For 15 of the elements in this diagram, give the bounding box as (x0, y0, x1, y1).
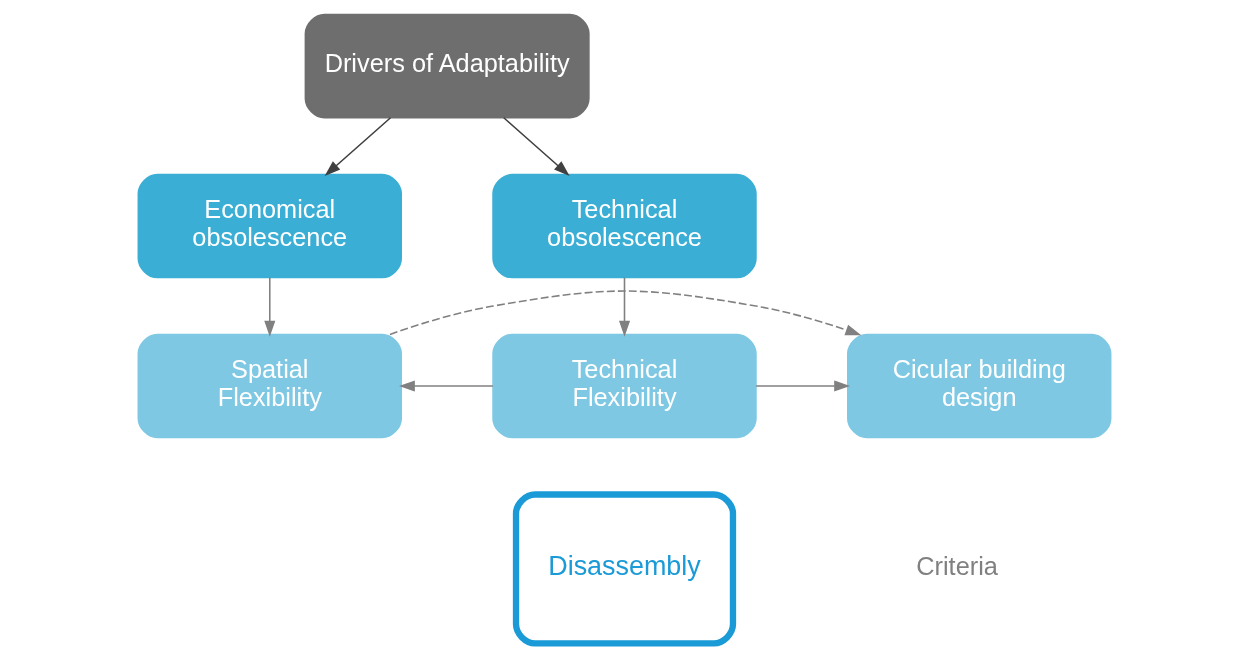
arrow (263, 276, 275, 337)
node-box: Drivers of Adaptability (304, 13, 590, 119)
arrow (754, 380, 850, 392)
arrow (388, 290, 861, 336)
node-box: Economical obsolescence (137, 173, 402, 279)
node-box: Cicular building design (846, 333, 1111, 439)
arrow (324, 116, 391, 176)
node-box: Technical obsolescence (491, 173, 757, 279)
label: Criteria (915, 551, 998, 580)
arrow (618, 276, 630, 337)
node-box: Disassembly (512, 491, 736, 647)
node-box: Technical Flexibility (491, 333, 757, 439)
node-box: Spatial Flexibility (137, 333, 402, 439)
arrow (398, 380, 494, 392)
arrow (502, 116, 570, 176)
